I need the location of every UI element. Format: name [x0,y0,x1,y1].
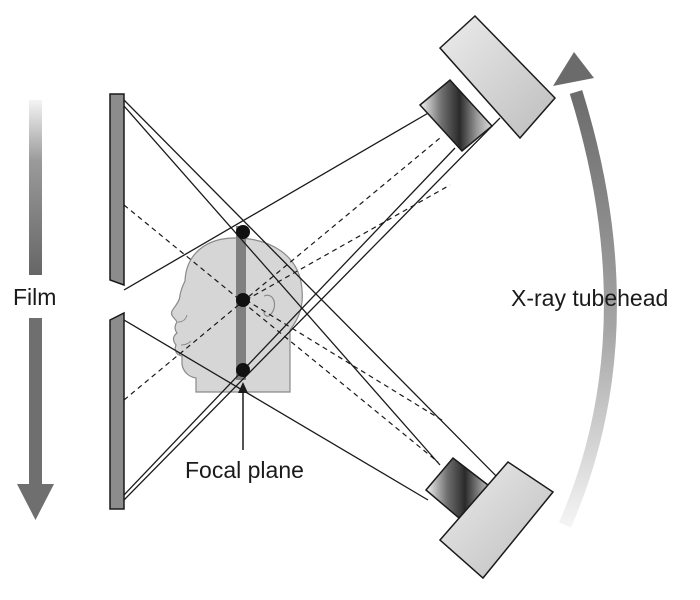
focal-plane-pointer-icon [238,382,248,450]
dashed-beam-lines [123,137,451,463]
film-label: Film [13,284,56,310]
film-cassette-upper [109,93,125,287]
tubehead-upper [418,14,557,153]
focal-plane-label: Focal plane [185,457,304,483]
film-cassette-lower [109,311,125,510]
central-beam-lines [123,99,511,501]
tubehead-arrow-icon [553,52,617,528]
focal-points [236,225,250,377]
tubehead-lower [424,456,555,580]
beam-edge-lines [123,105,456,501]
film-arrow-icon [17,100,54,520]
tubehead-label: X-ray tubehead [511,285,668,311]
